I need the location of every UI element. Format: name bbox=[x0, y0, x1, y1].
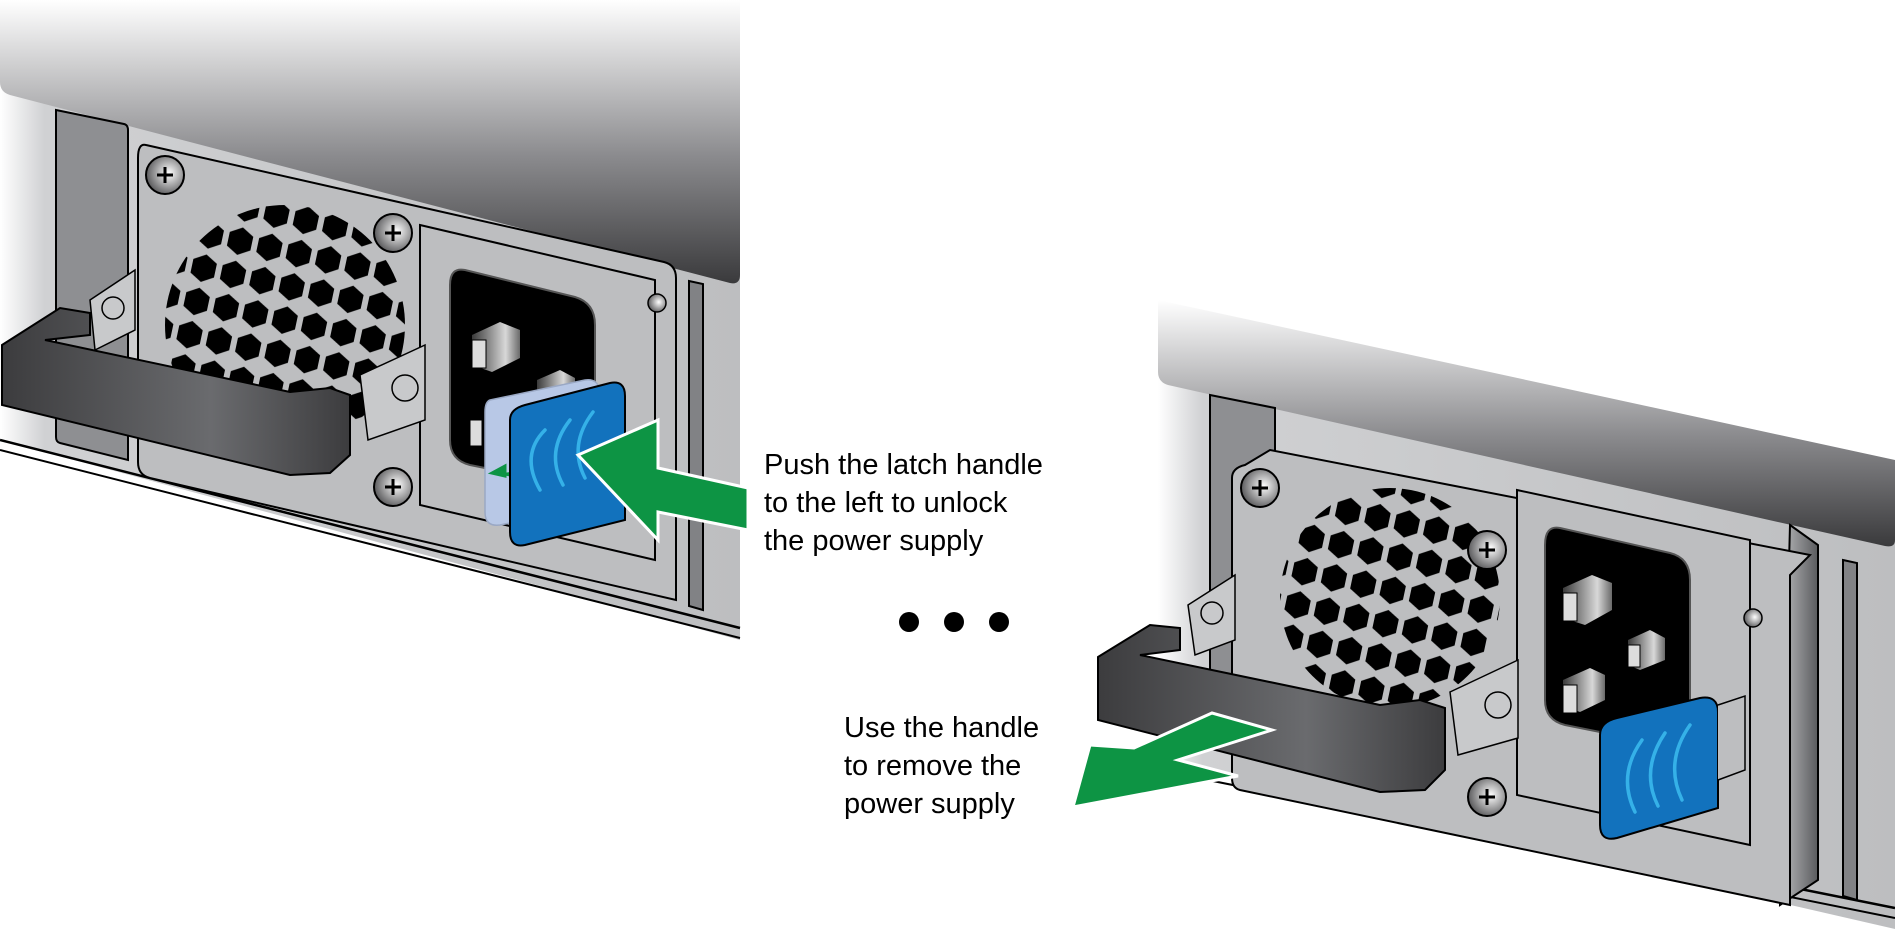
latch-clip bbox=[1717, 694, 1746, 781]
sequence-dot bbox=[944, 612, 964, 632]
blue-latch-handle bbox=[509, 381, 626, 547]
step-1-illustration bbox=[0, 0, 750, 640]
right-bay-slot bbox=[688, 279, 704, 612]
push-arrow bbox=[575, 417, 750, 544]
phillips-screw bbox=[145, 155, 185, 195]
blue-latch-handle bbox=[1599, 696, 1719, 840]
inlet-pin bbox=[469, 419, 483, 447]
sequence-indicator bbox=[899, 612, 1009, 632]
sequence-dot bbox=[989, 612, 1009, 632]
status-led bbox=[647, 293, 667, 313]
inlet-pin bbox=[471, 322, 520, 372]
inlet-pin bbox=[1562, 575, 1612, 625]
pull-arrow bbox=[1070, 711, 1278, 809]
phillips-screw bbox=[373, 467, 413, 507]
phillips-screw bbox=[1467, 777, 1507, 817]
step-2-caption: Use the handle to remove the power suppl… bbox=[844, 712, 1040, 820]
status-led bbox=[1743, 608, 1763, 628]
handle-bracket bbox=[89, 268, 136, 352]
sequence-dot bbox=[899, 612, 919, 632]
chassis-top-cover bbox=[0, 0, 740, 284]
fan-grille-hex bbox=[1280, 488, 1500, 708]
phillips-screw bbox=[1467, 530, 1507, 570]
inlet-pin bbox=[1562, 668, 1605, 714]
phillips-screw bbox=[1240, 468, 1280, 508]
handle-bracket bbox=[1187, 573, 1236, 657]
psu-pull-handle bbox=[1097, 623, 1446, 794]
latch-grip-grooves bbox=[1625, 723, 1692, 814]
inlet-pin bbox=[1627, 630, 1665, 670]
handle-bracket bbox=[1449, 658, 1519, 756]
chassis-top-cover bbox=[1158, 300, 1895, 547]
psu-pull-handle bbox=[0, 306, 351, 477]
latch-grip-grooves bbox=[529, 410, 595, 492]
phillips-screw bbox=[373, 213, 413, 253]
step-2-illustration bbox=[1070, 300, 1895, 929]
step-1-caption: Push the latch handle to the left to unl… bbox=[764, 449, 1043, 557]
right-bay-slot bbox=[1842, 558, 1858, 902]
